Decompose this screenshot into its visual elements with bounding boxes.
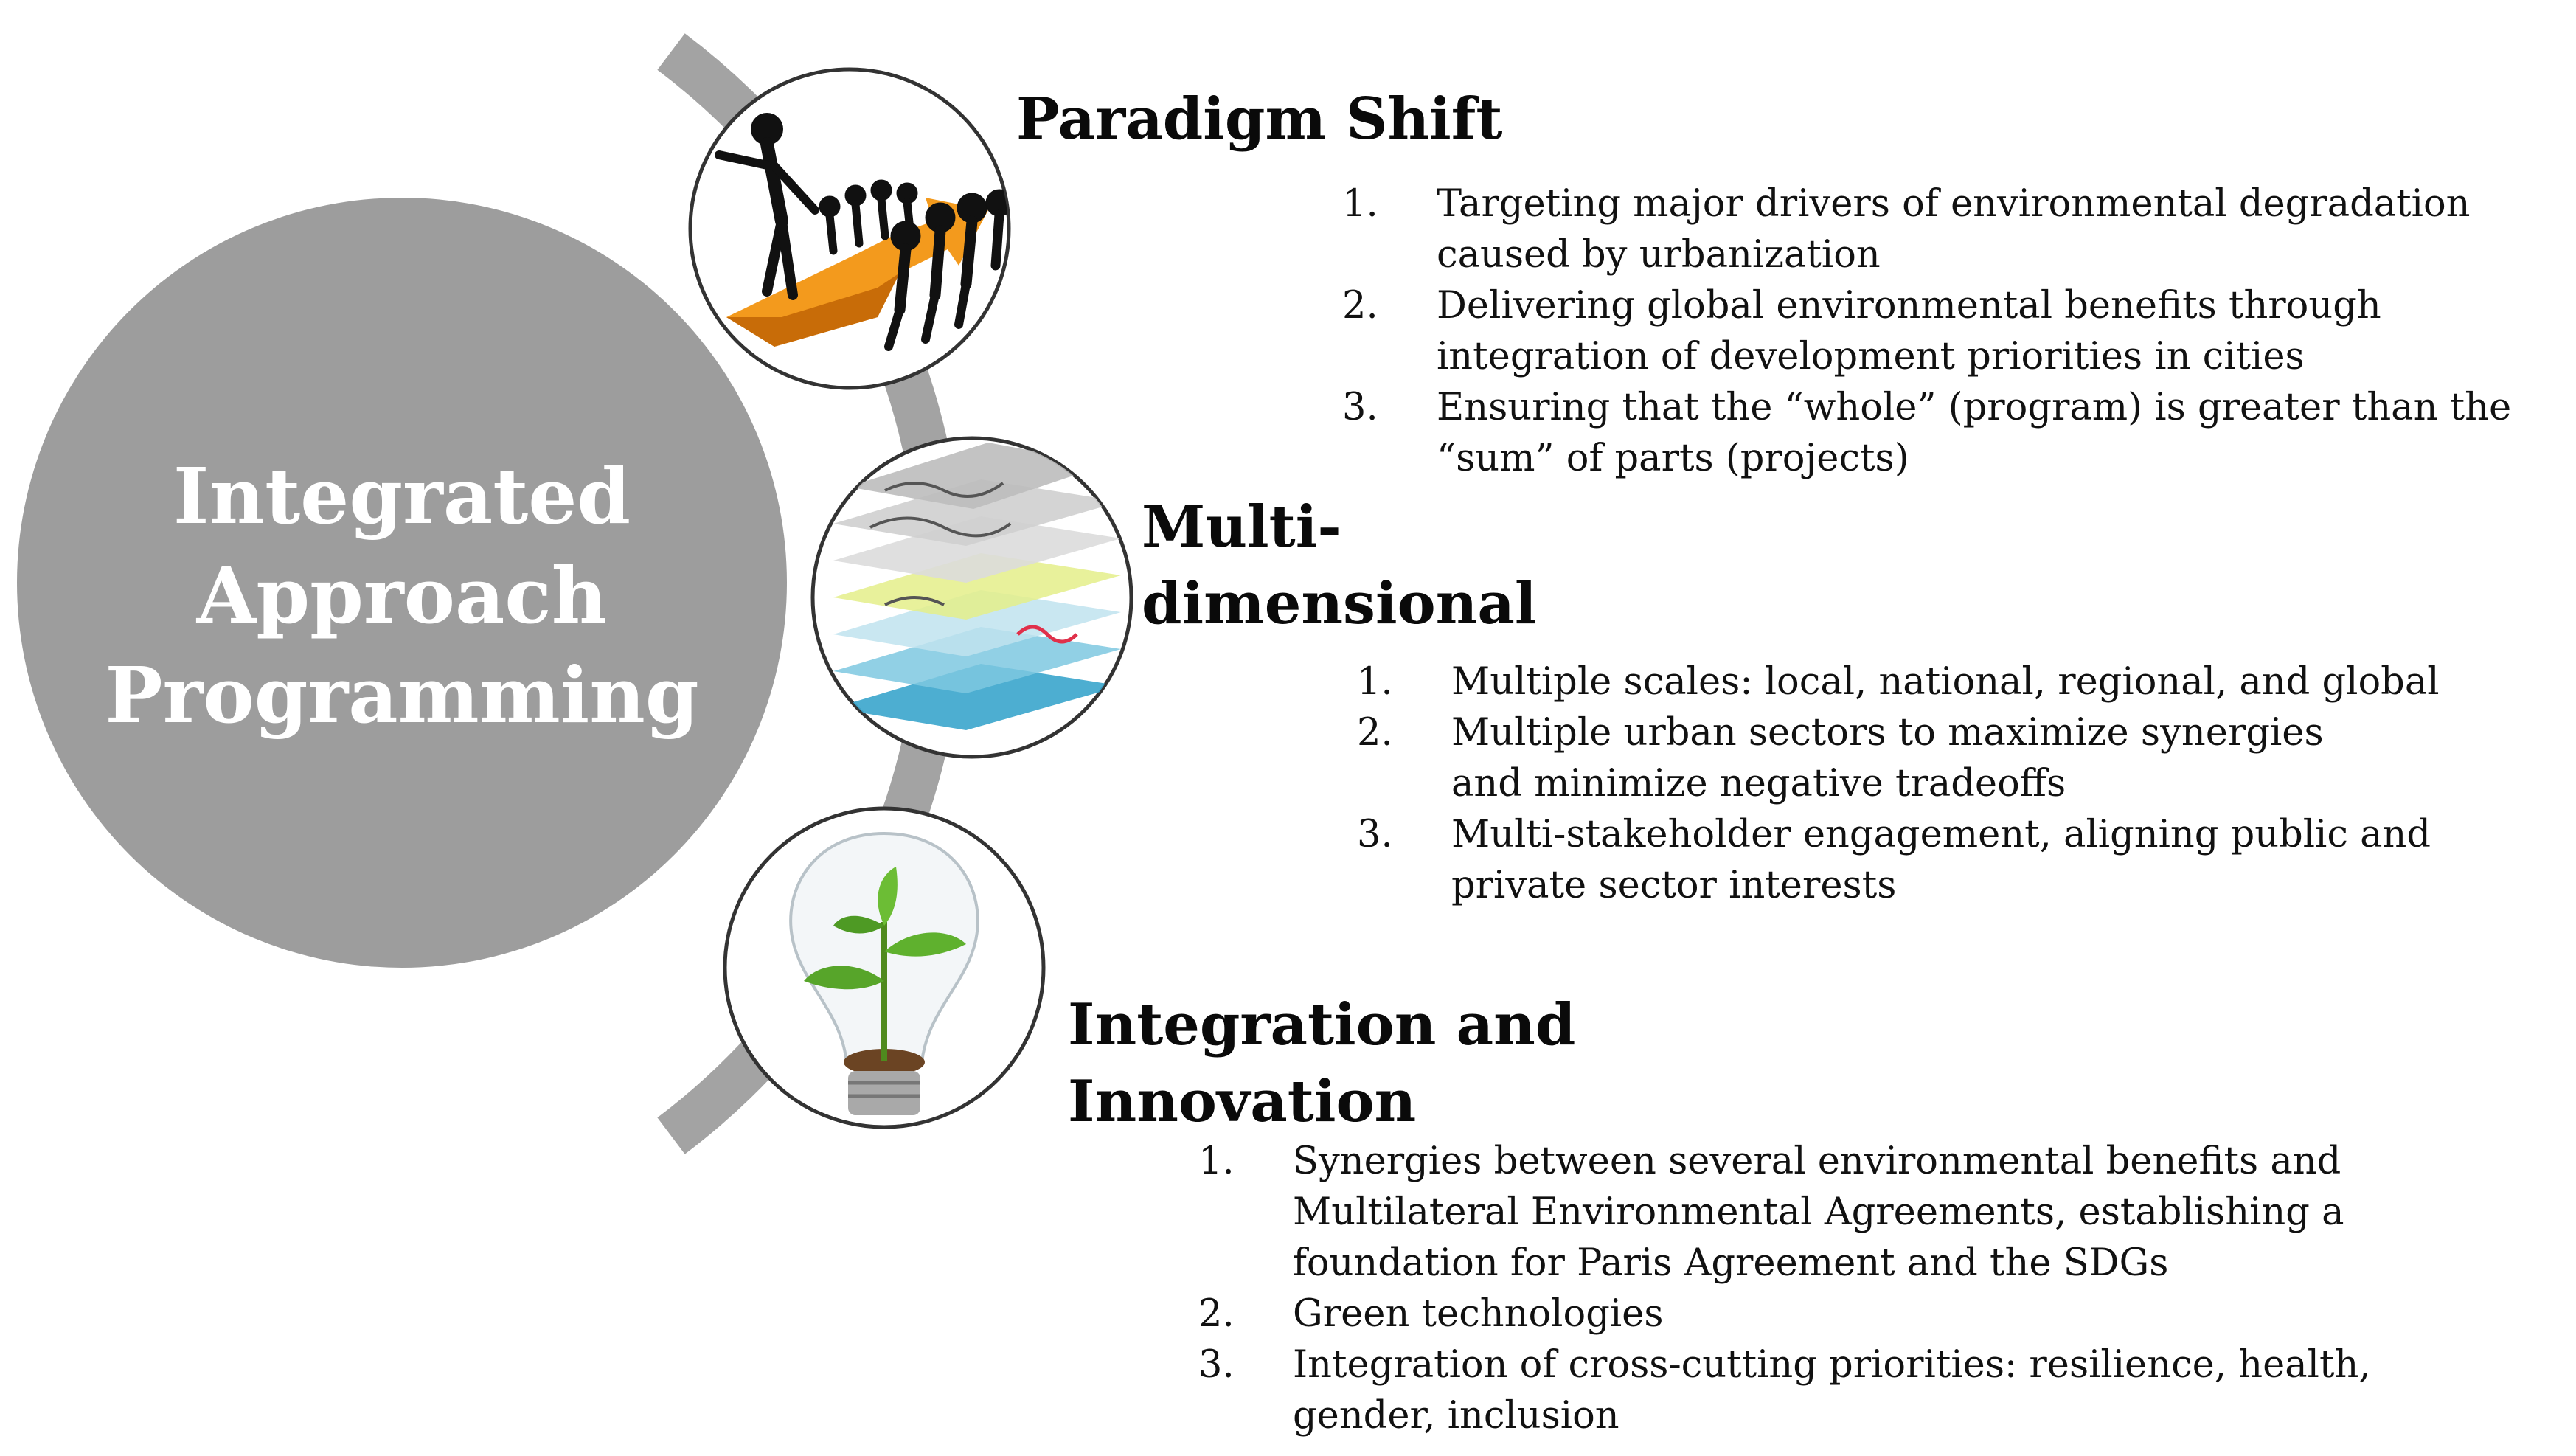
center-title-line: Integrated (173, 451, 631, 541)
list-item-text: Ensuring that the “whole” (program) is g… (1437, 386, 2512, 480)
list-item: 1. Synergies between several environment… (1198, 1136, 2555, 1289)
list-item-number: 1. (1342, 182, 1378, 226)
list-item-number: 3. (1357, 813, 1393, 856)
center-title: Integrated Approach Programming (88, 446, 715, 745)
list-item-text: Multiple scales: local, national, region… (1451, 660, 2440, 704)
section-heading-integration-innovation: Integration and Innovation (1068, 987, 1575, 1140)
list-item-number: 2. (1342, 284, 1378, 327)
center-circle (17, 198, 787, 968)
list-item-text: Delivering global environmental benefits… (1437, 284, 2381, 378)
heading-line: Paradigm Shift (1016, 86, 1503, 153)
list-item: 2. Delivering global environmental benef… (1342, 280, 2522, 382)
center-title-line: Programming (105, 650, 699, 741)
list-item-number: 2. (1198, 1292, 1235, 1336)
list-item-text: Multi-stakeholder engagement, aligning p… (1451, 813, 2431, 907)
section-list-integration-innovation: 1. Synergies between several environment… (1198, 1136, 2555, 1441)
list-item-number: 1. (1198, 1140, 1235, 1183)
list-item-text: Targeting major drivers of environmental… (1437, 182, 2471, 277)
list-item: 2. Green technologies (1198, 1289, 2555, 1339)
section-heading-paradigm-shift: Paradigm Shift (1016, 81, 1502, 158)
heading-line: dimensional (1142, 570, 1537, 637)
list-item: 3. Ensuring that the “whole” (program) i… (1342, 382, 2522, 484)
map-layers-icon (810, 436, 1133, 759)
list-item-number: 2. (1357, 711, 1393, 755)
section-list-multi-dimensional: 1. Multiple scales: local, national, reg… (1357, 656, 2570, 911)
heading-line: Multi- (1142, 493, 1341, 561)
list-item-number: 3. (1342, 386, 1378, 429)
list-item: 3. Integration of cross-cutting prioriti… (1198, 1339, 2555, 1441)
list-item-text: Multiple urban sectors to maximize syner… (1451, 711, 2324, 805)
list-item-number: 1. (1357, 660, 1393, 704)
list-item: 1. Targeting major drivers of environmen… (1342, 178, 2522, 280)
heading-line: Innovation (1068, 1068, 1417, 1135)
list-item-text: Green technologies (1293, 1292, 1664, 1336)
center-title-line: Approach (196, 550, 608, 641)
lightbulb-sprout-icon (723, 806, 1046, 1129)
list-item-text: Integration of cross-cutting priorities:… (1293, 1343, 2371, 1438)
list-item-text: Synergies between several environmental … (1293, 1140, 2344, 1285)
section-heading-multi-dimensional: Multi- dimensional (1142, 489, 1537, 642)
list-item: 2. Multiple urban sectors to maximize sy… (1357, 707, 2570, 809)
heading-line: Integration and (1068, 991, 1576, 1058)
stick-figures-arrow-icon (688, 67, 1011, 390)
section-list-paradigm-shift: 1. Targeting major drivers of environmen… (1342, 178, 2522, 484)
list-item: 1. Multiple scales: local, national, reg… (1357, 656, 2570, 707)
list-item-number: 3. (1198, 1343, 1235, 1387)
list-item: 3. Multi-stakeholder engagement, alignin… (1357, 809, 2570, 911)
